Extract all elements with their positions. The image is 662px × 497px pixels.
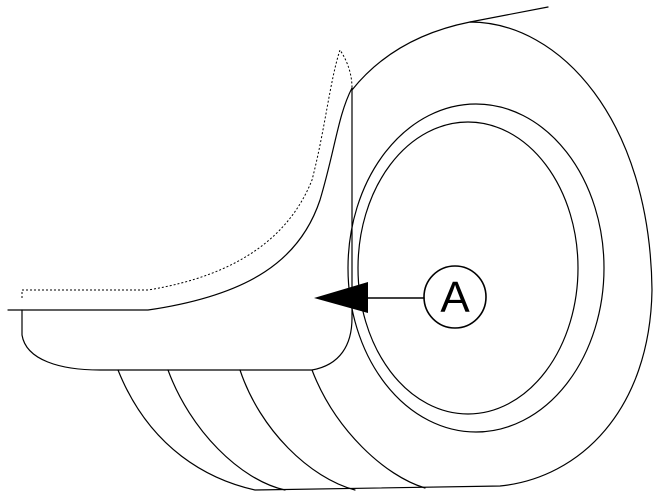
fender-body-outline xyxy=(7,87,353,311)
fender-lower-body xyxy=(21,309,353,371)
fender-bracket xyxy=(7,87,353,371)
callout-a: A xyxy=(314,265,487,329)
alternate-position-outline xyxy=(21,48,353,298)
hub-outer-ring xyxy=(347,103,605,433)
tread-arc-3 xyxy=(311,369,426,489)
hub-inner-ring xyxy=(357,121,579,415)
callout-arrowhead xyxy=(314,282,368,313)
tread-arc-1 xyxy=(167,369,286,491)
callout-label: A xyxy=(440,273,470,322)
wheel-hub xyxy=(347,103,605,433)
tire xyxy=(117,6,653,491)
callout-circle xyxy=(423,265,487,329)
tire-top-tangent-line xyxy=(469,6,549,23)
tread-arc-2 xyxy=(239,369,356,491)
tire-outer-edge xyxy=(117,21,653,491)
